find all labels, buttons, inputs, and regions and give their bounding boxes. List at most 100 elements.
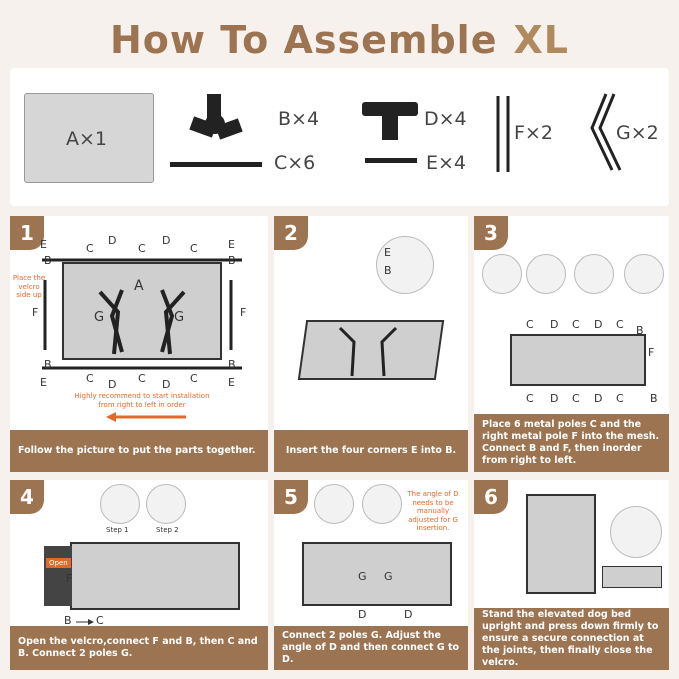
step-3-detail-circle-1 xyxy=(482,254,522,294)
step-1-label-c3: C xyxy=(190,242,198,255)
part-b-connector-icon xyxy=(189,94,243,140)
step-6-detail-circle xyxy=(610,506,662,558)
step-3-label-c6: C xyxy=(616,392,624,405)
step-5-label-d1: D xyxy=(358,608,367,621)
part-g-label: G×2 xyxy=(616,122,659,144)
step-1-pole-g-right-icon xyxy=(160,289,186,355)
step-2-label-e: E xyxy=(384,246,391,259)
step-1-label-c6: C xyxy=(190,372,198,385)
step-1-label-b-tl: B xyxy=(44,254,52,267)
step-3-label-c3: C xyxy=(616,318,624,331)
step-1-label-e-bl: E xyxy=(40,376,47,389)
title-size: XL xyxy=(513,18,569,62)
step-1-bottom-frame-icon xyxy=(42,366,242,370)
step-2-poles-icon xyxy=(338,326,398,377)
part-d-connector-icon xyxy=(362,102,418,140)
step-3-caption: Place 6 metal poles C and the right meta… xyxy=(474,414,669,472)
step-2-number: 2 xyxy=(274,216,308,250)
step-1-number: 1 xyxy=(10,216,44,250)
step-4-flow-arrow-icon xyxy=(76,619,94,625)
step-5-angle-note: The angle of D needs to be manually adju… xyxy=(407,490,459,532)
step-3-detail-circle-2 xyxy=(526,254,566,294)
step-6-caption: Stand the elevated dog bed upright and p… xyxy=(474,608,669,670)
step-5-detail-circle-1 xyxy=(314,484,354,524)
step-1-label-c5: C xyxy=(138,372,146,385)
part-b-label: B×4 xyxy=(278,108,320,130)
title-main: How To Assemble xyxy=(110,18,498,62)
parts-list: A×1 B×4 C×6 D×4 E×4 F×2 G×2 xyxy=(10,68,669,206)
step-1-top-frame-icon xyxy=(42,258,242,262)
step-1-direction-note: Highly recommend to start installation f… xyxy=(74,392,210,409)
step-3-label-c2: C xyxy=(572,318,580,331)
step-3-label-c1: C xyxy=(526,318,534,331)
step-3-mesh xyxy=(510,334,646,386)
step-1-label-e-tr: E xyxy=(228,238,235,251)
step-4-step1-label: Step 1 xyxy=(106,526,129,534)
step-5-label-g1: G xyxy=(358,570,367,583)
step-2-panel: 2 E B Insert the four corners E into B. xyxy=(274,216,468,472)
step-1-label-f-right: F xyxy=(240,306,247,319)
step-6-upright-bed xyxy=(526,494,596,594)
step-3-label-b2: B xyxy=(650,392,658,405)
step-6-number: 6 xyxy=(474,480,508,514)
step-1-label-a: A xyxy=(134,278,144,294)
step-1-direction-arrow-icon xyxy=(106,412,186,422)
step-3-label-d3: D xyxy=(550,392,559,405)
part-e-label: E×4 xyxy=(426,152,467,174)
step-4-panel: 4 Step 1 Step 2 Open F B C Open the velc… xyxy=(10,480,268,670)
step-1-label-g-right: G xyxy=(174,310,185,325)
step-3-label-f: F xyxy=(648,346,655,359)
step-4-mesh xyxy=(70,542,240,610)
step-3-detail-circle-4 xyxy=(624,254,664,294)
step-1-pole-g-left-icon xyxy=(98,289,124,355)
step-5-number: 5 xyxy=(274,480,308,514)
step-1-velcro-note: Place the velcro side up xyxy=(12,274,46,299)
step-4-flow-b: B xyxy=(64,614,72,627)
step-1-right-pole-f-icon xyxy=(229,280,233,350)
step-3-label-d1: D xyxy=(550,318,559,331)
step-5-caption: Connect 2 poles G. Adjust the angle of D… xyxy=(274,626,468,670)
part-a-mesh xyxy=(24,93,154,183)
step-1-label-b-bl: B xyxy=(44,358,52,371)
part-d-label: D×4 xyxy=(424,108,467,130)
part-e-pole-icon xyxy=(365,158,417,163)
step-1-label-d4: D xyxy=(162,378,171,391)
step-4-label-f: F xyxy=(66,572,73,585)
step-6-finished-bed xyxy=(602,566,662,588)
step-1-label-d1: D xyxy=(108,234,117,247)
step-1-label-d2: D xyxy=(162,234,171,247)
step-3-label-c5: C xyxy=(572,392,580,405)
step-1-label-g-left: G xyxy=(94,310,105,325)
step-1-left-pole-f-icon xyxy=(43,280,47,350)
part-a-label: A×1 xyxy=(66,128,108,150)
part-f-pole-icon xyxy=(496,96,510,172)
step-4-open-badge: Open xyxy=(46,558,71,568)
step-4-detail-circle-1 xyxy=(100,484,140,524)
step-5-panel: 5 The angle of D needs to be manually ad… xyxy=(274,480,468,670)
step-2-label-b: B xyxy=(384,264,392,277)
page-title: How To Assemble XL xyxy=(0,18,679,62)
part-c-label: C×6 xyxy=(274,152,316,174)
step-1-label-b-br: B xyxy=(228,358,236,371)
step-5-detail-circle-2 xyxy=(362,484,402,524)
step-1-label-d3: D xyxy=(108,378,117,391)
step-3-label-b: B xyxy=(636,324,644,337)
step-4-flow-c: C xyxy=(96,614,104,627)
step-1-label-c2: C xyxy=(138,242,146,255)
step-2-detail-circle xyxy=(376,236,434,294)
step-1-label-f-left: F xyxy=(32,306,39,319)
step-4-velcro-flap xyxy=(44,546,72,606)
step-1-label-c4: C xyxy=(86,372,94,385)
step-3-number: 3 xyxy=(474,216,508,250)
step-5-label-d2: D xyxy=(404,608,413,621)
step-1-label-c1: C xyxy=(86,242,94,255)
step-3-panel: 3 C D C D C B F C D C D C B Place 6 meta… xyxy=(474,216,669,472)
step-3-label-c4: C xyxy=(526,392,534,405)
part-g-pole-icon xyxy=(590,93,622,171)
step-1-label-b-tr: B xyxy=(228,254,236,267)
step-6-panel: 6 Stand the elevated dog bed upright and… xyxy=(474,480,669,670)
step-1-label-e-tl: E xyxy=(40,238,47,251)
step-1-caption: Follow the picture to put the parts toge… xyxy=(10,430,268,472)
part-c-pole-icon xyxy=(170,162,262,167)
step-4-detail-circle-2 xyxy=(146,484,186,524)
